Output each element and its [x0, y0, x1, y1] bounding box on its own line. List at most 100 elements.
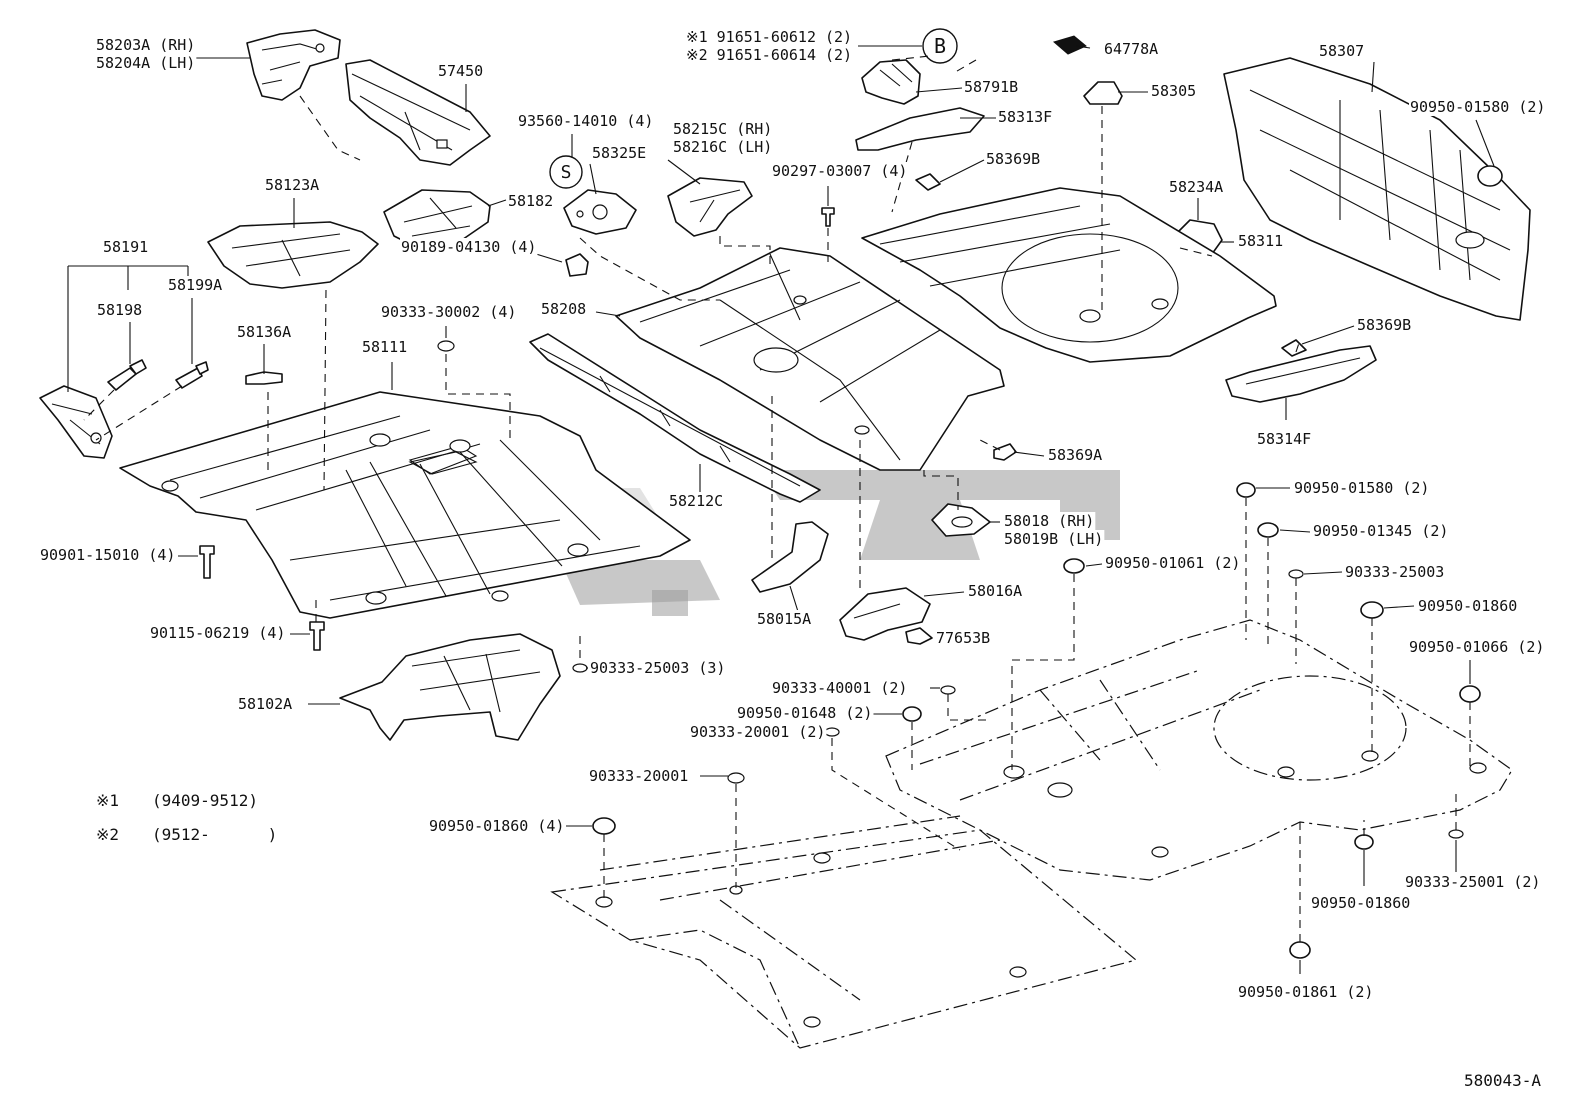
label-background: [672, 138, 774, 156]
part-number-label: 90333-20001: [589, 767, 688, 785]
part-number-label: 58305: [1151, 82, 1196, 100]
label-background: [1103, 40, 1160, 58]
part-number-label: 90333-25003 (3): [590, 659, 725, 677]
part-58015a-bracket: [751, 521, 829, 593]
label-background: [685, 46, 854, 64]
label-background: [589, 659, 727, 677]
part-number-label: 90333-25001 (2): [1405, 873, 1540, 891]
label-background: [1150, 82, 1198, 100]
label-background: [591, 144, 648, 162]
part-number-label: 58307: [1319, 42, 1364, 60]
marker-b: B: [922, 28, 958, 64]
part-90950-01580-plug-top: [1477, 165, 1503, 187]
label-background: [1047, 446, 1104, 464]
label-background: [237, 695, 294, 713]
label-background: [1293, 479, 1431, 497]
part-90189-nut: [565, 253, 589, 277]
part-58369b-clip: [915, 173, 941, 191]
part-number-label: 58212C: [669, 492, 723, 510]
part-number-label: 58311: [1238, 232, 1283, 250]
part-58111-front-floor-pan: [119, 391, 691, 619]
part-number-label: 90901-15010 (4): [40, 546, 175, 564]
part-number-label: 90333-20001 (2): [690, 723, 825, 741]
label-background: [540, 300, 588, 318]
label-background: [95, 54, 197, 72]
label-background: [1310, 894, 1412, 912]
part-90115-bolt: [309, 621, 325, 651]
part-58215c-bracket: [667, 177, 753, 237]
part-58305: [1083, 81, 1123, 105]
part-number-label: 90950-01580 (2): [1294, 479, 1429, 497]
part-number-label: 58016A: [968, 582, 1022, 600]
part-77653b-clip: [905, 627, 933, 645]
part-number-label: 58199A: [168, 276, 222, 294]
label-background: [1312, 522, 1450, 540]
part-front-undercover-outline: [550, 815, 1138, 1049]
label-background: [963, 78, 1020, 96]
label-background: [1104, 554, 1242, 572]
part-58311-rear-floor: [861, 187, 1277, 363]
part-90297-bolt: [821, 207, 835, 227]
label-background: [507, 192, 555, 210]
part-number-label: 90950-01066 (2): [1409, 638, 1544, 656]
label-background: [400, 238, 538, 256]
label-background: [102, 238, 150, 256]
note-1-range: (9409-9512): [152, 791, 258, 810]
label-background: [1404, 873, 1542, 891]
label-background: [1003, 530, 1105, 548]
part-57450-crossmember: [345, 59, 491, 166]
part-number-label: ※1 91651-60612 (2): [686, 28, 852, 46]
part-number-label: 90333-25003: [1345, 563, 1444, 581]
part-number-label: 58182: [508, 192, 553, 210]
part-number-label: 90950-01860: [1311, 894, 1410, 912]
label-background: [39, 546, 177, 564]
part-number-label: 90950-01860: [1418, 597, 1517, 615]
grommets: [592, 482, 1481, 959]
part-number-label: 58111: [362, 338, 407, 356]
part-number-label: 64778A: [1104, 40, 1158, 58]
part-number-label: 90950-01860 (4): [429, 817, 564, 835]
part-number-label: 58019B (LH): [1004, 530, 1103, 548]
part-number-label: 58123A: [265, 176, 319, 194]
label-background: [96, 301, 144, 319]
part-number-label: ※2 91651-60614 (2): [686, 46, 852, 64]
part-58191-bracket: [39, 385, 113, 459]
part-number-label: 58234A: [1169, 178, 1223, 196]
label-background: [672, 120, 774, 138]
note-2-range: (9512- ): [152, 825, 277, 844]
label-background: [1356, 316, 1413, 334]
part-number-label: 58216C (LH): [673, 138, 772, 156]
part-rear-undercover-outline: [885, 619, 1513, 881]
label-background: [236, 323, 293, 341]
part-58369b-clip-right: [1281, 339, 1307, 357]
part-58325e: [563, 189, 637, 235]
part-number-label: 58325E: [592, 144, 646, 162]
part-number-label: 58314F: [1257, 430, 1311, 448]
part-number-label: 90950-01580 (2): [1410, 98, 1545, 116]
part-58016a-bracket: [839, 587, 931, 641]
part-number-label: 58313F: [998, 108, 1052, 126]
part-number-label: 58791B: [964, 78, 1018, 96]
part-58212c-rail: [529, 333, 821, 503]
label-background: [517, 112, 655, 130]
svg-text:B: B: [934, 34, 946, 58]
part-number-label: 90333-40001 (2): [772, 679, 907, 697]
label-background: [264, 176, 321, 194]
part-number-label: 58369B: [1357, 316, 1411, 334]
label-background: [756, 610, 813, 628]
label-background: [689, 723, 827, 741]
part-64778a: [1052, 35, 1087, 55]
label-background: [1168, 178, 1225, 196]
part-58791b: [861, 59, 921, 105]
part-58123a: [207, 221, 379, 289]
part-58208-center-floor: [615, 247, 1005, 471]
label-background: [685, 28, 854, 46]
part-number-label: 58102A: [238, 695, 292, 713]
part-number-label: 58203A (RH): [96, 36, 195, 54]
label-background: [1256, 430, 1313, 448]
part-58313f: [855, 107, 985, 151]
label-background: [668, 492, 725, 510]
label-background: [428, 817, 566, 835]
